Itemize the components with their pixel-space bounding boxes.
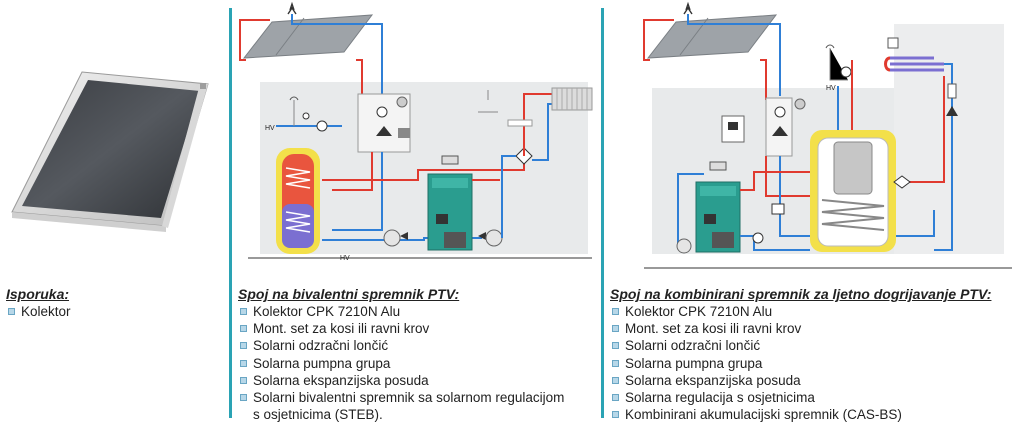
column-divider-1 — [229, 8, 232, 418]
list-item: Solarna regulacija s osjetnicima — [611, 389, 902, 406]
bullet-icon — [240, 325, 247, 333]
bullet-icon — [8, 308, 15, 315]
column-combined: HV Spoj na kombinirani spremnik za ljetn… — [604, 0, 1020, 427]
bullet-icon — [240, 394, 247, 402]
bullet-icon — [612, 342, 619, 350]
list-item: Kolektor CPK 7210N Alu — [239, 303, 564, 320]
column-delivery: Isporuka: Kolektor — [0, 0, 228, 427]
hv-label-right: HV — [826, 85, 836, 92]
bullet-icon — [612, 376, 619, 384]
list-item: Kolektor — [7, 303, 71, 320]
list-item: Solarni odzračni lončić — [611, 337, 902, 354]
bullet-icon — [240, 308, 247, 315]
list-item: Solarni odzračni lončić — [239, 337, 564, 354]
list-item: Kolektor CPK 7210N Alu — [611, 303, 902, 320]
bivalent-list: Kolektor CPK 7210N Alu Mont. set za kosi… — [239, 303, 564, 423]
bullet-icon — [612, 359, 619, 367]
column-bivalent: HV HV Spoj na bivalentni spremnik PTV: K… — [232, 0, 600, 427]
list-item: Mont. set za kosi ili ravni krov — [239, 320, 564, 337]
list-item: Solarna pumpna grupa — [611, 355, 902, 372]
list-item: Solarni bivalentni spremnik sa solarnom … — [239, 389, 564, 406]
bivalent-system-diagram: HV HV — [239, 1, 593, 262]
list-item: Solarna ekspanzijska posuda — [239, 372, 564, 389]
list-item: Solarna pumpna grupa — [239, 355, 564, 372]
bullet-icon — [612, 308, 619, 315]
combined-heading: Spoj na kombinirani spremnik za ljetno d… — [610, 286, 992, 302]
delivery-list: Kolektor — [7, 303, 71, 320]
bullet-icon — [240, 342, 247, 350]
column-divider-2 — [601, 8, 604, 418]
bivalent-heading: Spoj na bivalentni spremnik PTV: — [238, 286, 460, 302]
bullet-icon — [612, 325, 619, 333]
solar-collector-illustration — [11, 71, 209, 232]
combined-list: Kolektor CPK 7210N Alu Mont. set za kosi… — [611, 303, 902, 423]
hv-label-left: HV — [265, 125, 275, 132]
hv-label-bottom: HV — [340, 255, 350, 262]
delivery-heading: Isporuka: — [6, 286, 70, 302]
bullet-icon — [240, 359, 247, 367]
bullet-icon — [612, 411, 619, 419]
list-item-continuation: s osjetnicima (STEB). — [253, 407, 383, 423]
combined-system-diagram: HV — [643, 1, 1012, 269]
bullet-icon — [240, 376, 247, 384]
list-item: Kombinirani akumulacijski spremnik (CAS-… — [611, 406, 902, 423]
list-item: Solarna ekspanzijska posuda — [611, 372, 902, 389]
list-item: Mont. set za kosi ili ravni krov — [611, 320, 902, 337]
bullet-icon — [612, 394, 619, 402]
